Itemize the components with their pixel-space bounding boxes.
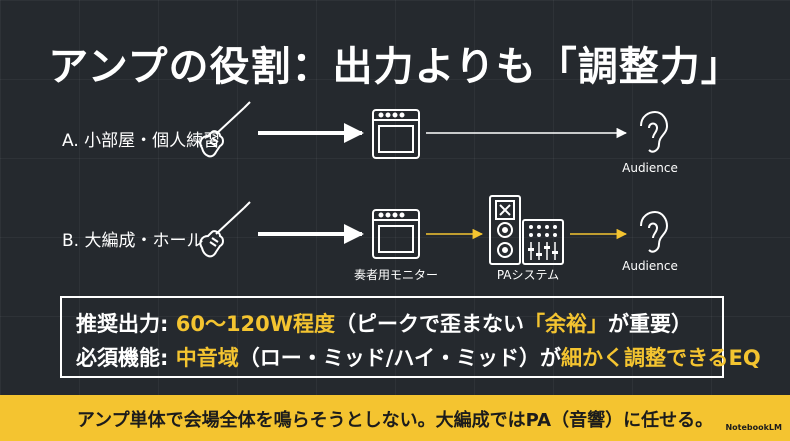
ear-icon-a xyxy=(640,110,669,153)
recommended-output-note: （ピークで歪まない xyxy=(334,312,524,336)
spec-info-box: 推奨出力: 60〜120W程度（ピークで歪まない「余裕」が重要） 必須機能: 中… xyxy=(60,296,761,378)
row-b-label: B. 大編成・ホール xyxy=(62,231,204,251)
recommended-output-line: 推奨出力: 60〜120W程度（ピークで歪まない「余裕」が重要） xyxy=(76,308,692,338)
footer-banner: アンプ単体で会場全体を鳴らそうとしない。大編成ではPA（音響）に任せる。 Not… xyxy=(0,395,790,441)
required-feature-label: 必須機能: xyxy=(76,346,176,370)
guitar-icon-b xyxy=(199,201,251,258)
pa-system-label: PAシステム xyxy=(496,268,560,282)
headroom-highlight: 「余裕」 xyxy=(523,312,608,336)
row-a-label: A. 小部屋・個人練習 xyxy=(62,131,221,151)
eq-highlight: 細かく調整できるEQ xyxy=(560,346,761,370)
recommended-output-label: 推奨出力: xyxy=(76,312,176,336)
pa-speaker-icon xyxy=(489,195,521,265)
recommended-output-value: 60〜120W程度 xyxy=(175,312,335,336)
ear-icon-b xyxy=(640,210,669,253)
mixer-icon xyxy=(522,219,564,265)
midrange-highlight: 中音域 xyxy=(175,346,239,370)
recommended-output-suffix: が重要） xyxy=(607,312,692,336)
footer-message: アンプ単体で会場全体を鳴らそうとしない。大編成ではPA（音響）に任せる。 xyxy=(76,410,714,431)
audience-label-a: Audience xyxy=(622,161,678,175)
required-feature-note: （ロー・ミッド/ハイ・ミッド）が xyxy=(238,346,561,370)
monitor-label: 奏者用モニター xyxy=(353,268,438,282)
amp-icon-b xyxy=(372,209,420,259)
guitar-icon-a xyxy=(199,101,251,158)
required-feature-line: 必須機能: 中音域（ロー・ミッド/ハイ・ミッド）が細かく調整できるEQ xyxy=(76,342,761,372)
notebooklm-badge: NotebookLM xyxy=(725,423,782,432)
amp-icon-a xyxy=(372,109,420,159)
page-title: アンプの役割：出力よりも「調整力」 xyxy=(48,44,742,90)
audience-label-b: Audience xyxy=(622,259,678,273)
